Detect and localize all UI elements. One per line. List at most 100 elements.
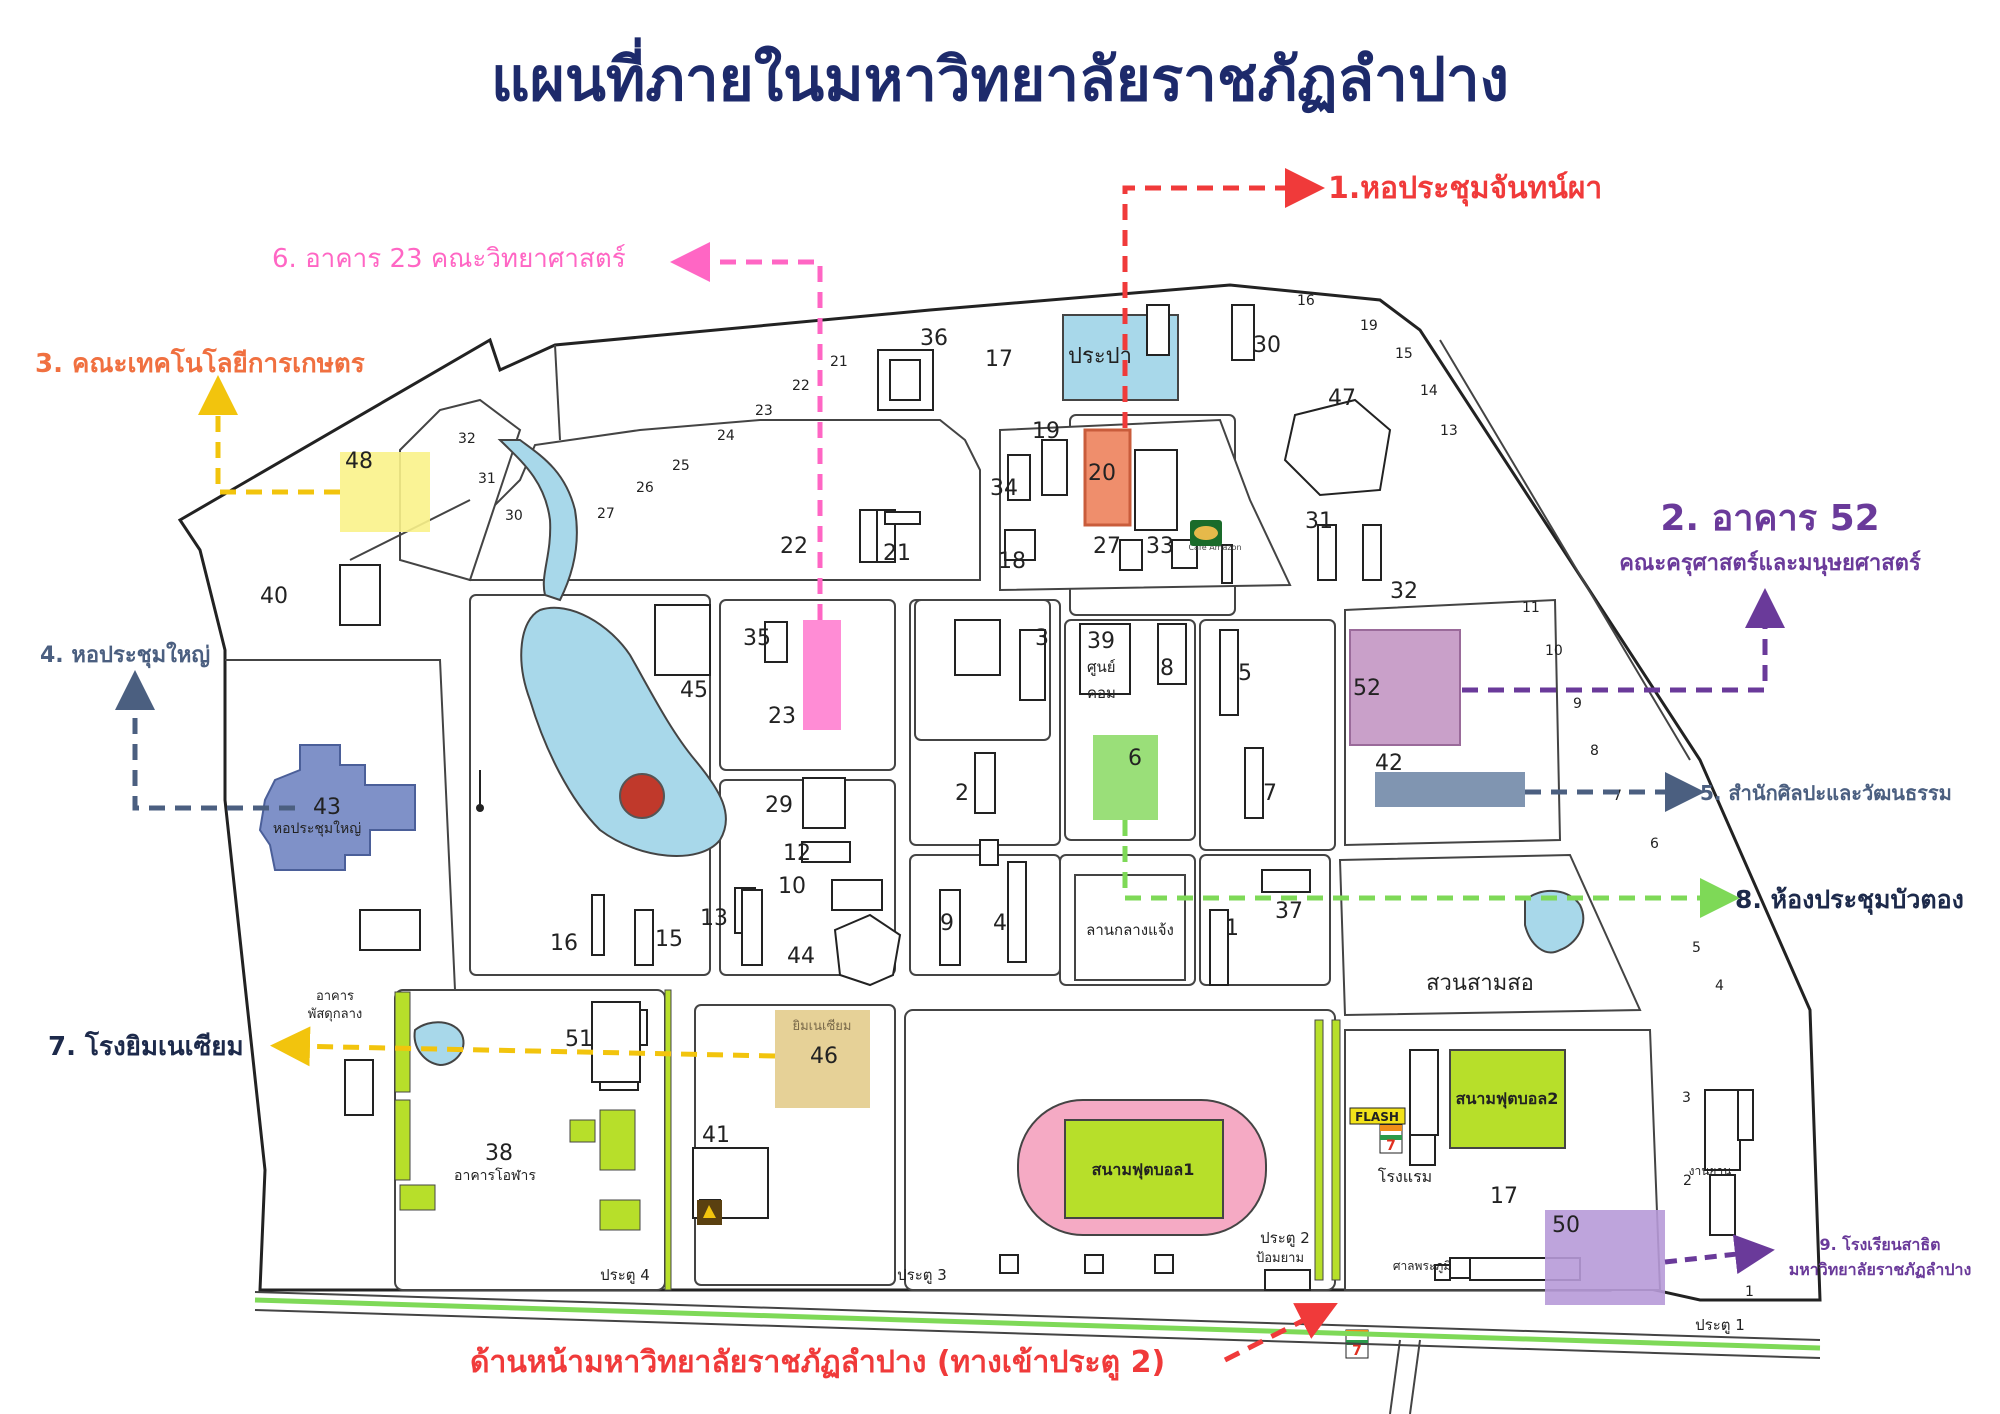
building-23-science[interactable] [803,620,841,730]
svg-text:หอประชุมใหญ่: หอประชุมใหญ่ [273,820,361,837]
callout-gate-2: ด้านหน้ามหาวิทยาลัยราชภัฏลำปาง (ทางเข้าป… [470,1345,1165,1381]
svg-text:4: 4 [993,911,1007,936]
callout-4-hall: 4. หอประชุมใหญ่ [40,641,210,669]
svg-text:8: 8 [1160,656,1174,681]
svg-text:13: 13 [700,906,728,931]
svg-text:11: 11 [1522,600,1540,616]
svg-text:16: 16 [1297,293,1315,309]
svg-text:ป้อมยาม: ป้อมยาม [1256,1251,1304,1266]
svg-text:40: 40 [260,584,288,609]
svg-text:ประตู 2: ประตู 2 [1260,1229,1310,1247]
building-27-chanpha-hall[interactable] [1083,428,1132,527]
building-51 [591,1001,641,1083]
svg-text:22: 22 [780,534,808,559]
svg-text:45: 45 [680,678,708,703]
svg-text:42: 42 [1375,751,1403,776]
route-1-chanpha [1122,168,1325,428]
building-52-education[interactable] [1349,629,1461,746]
svg-text:27: 27 [1093,534,1121,559]
svg-text:16: 16 [550,931,578,956]
building-42-arts-culture[interactable] [1375,772,1525,807]
svg-text:7: 7 [1613,788,1622,804]
svg-text:FLASH: FLASH [1355,1110,1399,1124]
seven-eleven-logo-hotel: 7 [1379,1124,1403,1154]
svg-text:8: 8 [1590,743,1599,759]
svg-text:ศาลพระภูมิ: ศาลพระภูมิ [1393,1259,1451,1274]
svg-text:19: 19 [1360,318,1378,334]
svg-text:47: 47 [1328,386,1356,411]
svg-text:สวนสามสอ: สวนสามสอ [1426,971,1534,996]
svg-text:ประตู 3: ประตู 3 [897,1266,947,1284]
svg-text:7: 7 [1352,1343,1362,1359]
building-46-gymnasium[interactable] [775,1010,870,1108]
building-50-demo-school[interactable] [1545,1210,1665,1305]
callout-2-sub: คณะครุศาสตร์และมนุษยศาสตร์ [1619,550,1921,577]
svg-text:2: 2 [1683,1173,1692,1189]
svg-text:14: 14 [1420,383,1438,399]
svg-text:36: 36 [920,326,948,351]
map-title: แผนที่ภายในมหาวิทยาลัยราชภัฏลำปาง [491,37,1509,115]
svg-text:31: 31 [1305,509,1333,534]
svg-text:1: 1 [1225,916,1239,941]
svg-text:20: 20 [1088,461,1116,486]
football-field-1-label: สนามฟุตบอล1 [1092,1160,1195,1180]
route-gate-2 [1223,1302,1338,1363]
route-6-science [670,242,823,620]
callout-9-line1: 9. โรงเรียนสาธิต [1819,1234,1940,1254]
svg-text:15: 15 [655,927,683,952]
route-3-agri [198,375,340,495]
svg-text:21: 21 [883,541,911,566]
svg-text:21: 21 [830,354,848,370]
svg-text:7: 7 [1263,781,1277,806]
svg-text:32: 32 [1390,579,1418,604]
callout-9-line2: มหาวิทยาลัยราชภัฏลำปาง [1789,1260,1972,1279]
building-6-buatong[interactable] [1093,735,1158,820]
lake-main [520,606,727,857]
callout-7-gym: 7. โรงยิมเนเซียม [48,1030,244,1062]
svg-text:52: 52 [1353,676,1381,701]
minor-buildings: 21 22 23 24 25 26 27 30 31 32 16 19 15 1… [458,293,1754,1300]
svg-text:50: 50 [1552,1213,1580,1238]
route-4-hall [115,670,295,811]
building-43-great-hall[interactable] [258,744,416,871]
bank-logo [697,1200,722,1225]
main-road [254,1291,1821,1414]
svg-text:ศูนย์: ศูนย์ [1087,658,1116,676]
svg-text:9: 9 [940,911,954,936]
svg-text:30: 30 [505,508,523,524]
svg-text:39: 39 [1087,629,1115,654]
water-supply [1062,314,1179,401]
svg-text:ประตู 1: ประตู 1 [1695,1316,1745,1334]
svg-text:3: 3 [1035,626,1049,651]
svg-text:23: 23 [768,704,796,729]
football-field-1 [1064,1119,1224,1219]
building-numbers: 36 19 20 34 27 33 18 30 47 31 32 22 21 3… [260,326,1580,1238]
svg-text:13: 13 [1440,423,1458,439]
building-48-agri-tech[interactable] [340,452,430,532]
svg-text:17: 17 [1490,1184,1518,1209]
svg-text:41: 41 [702,1123,730,1148]
svg-text:พัสดุกลาง: พัสดุกลาง [308,1007,362,1022]
svg-text:อาคาร: อาคาร [316,989,354,1004]
svg-text:6: 6 [1650,836,1659,852]
flag-pole-icon [476,770,484,812]
svg-text:27: 27 [597,506,615,522]
svg-text:โรงแรม: โรงแรม [1378,1167,1432,1186]
svg-text:35: 35 [743,626,771,651]
callout-8-buatong: 8. ห้องประชุมบัวตอง [1735,885,1964,916]
svg-text:5: 5 [1238,661,1252,686]
svg-text:34: 34 [990,476,1018,501]
fountain-marker [619,773,665,819]
svg-text:งานยาน: งานยาน [1689,1164,1732,1178]
football-field-2 [1449,1049,1566,1149]
green-lawns [394,989,1341,1291]
svg-text:37: 37 [1275,899,1303,924]
plaza-label: ลานกลางแจ้ง [1086,921,1174,939]
svg-text:43: 43 [313,795,341,820]
svg-text:6: 6 [1128,746,1142,771]
lake-north [497,439,578,602]
svg-text:18: 18 [998,549,1026,574]
callout-5-arts: 5. สำนักศิลปะและวัฒนธรรม [1700,781,1952,805]
svg-text:29: 29 [765,793,793,818]
